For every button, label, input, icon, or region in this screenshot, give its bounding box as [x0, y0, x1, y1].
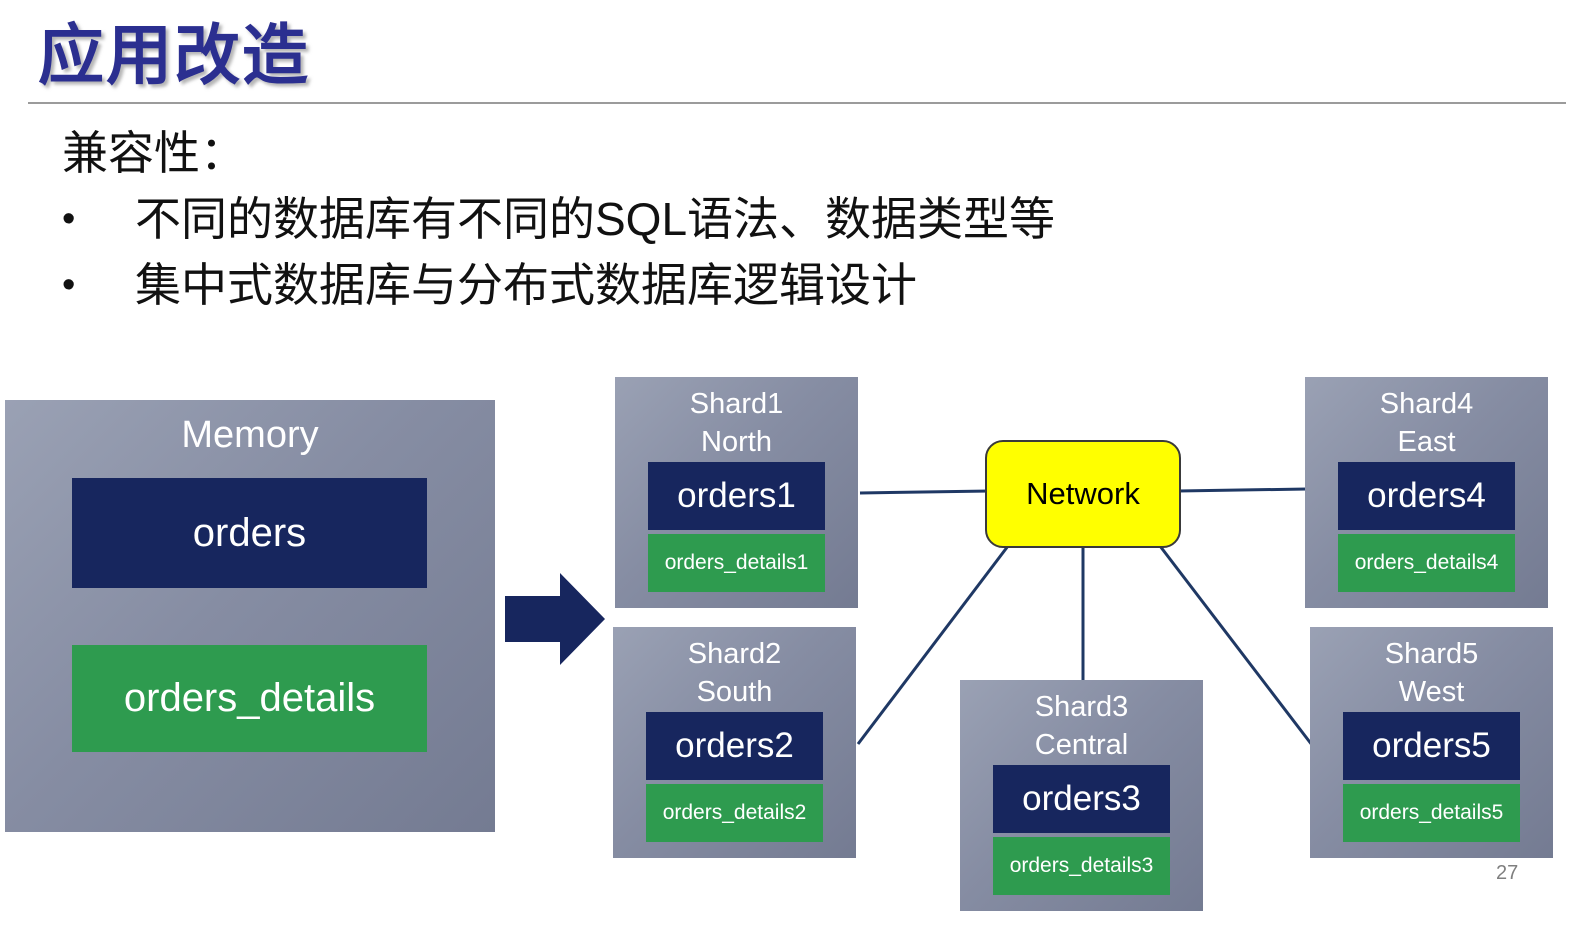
memory-panel: Memory orders orders_details	[5, 400, 495, 832]
page-number: 27	[1496, 862, 1519, 884]
memory-title: Memory	[181, 414, 319, 456]
bullet-marker: •	[62, 198, 76, 240]
shard-name: Shard2	[687, 638, 782, 670]
shard-region: Central	[1034, 729, 1129, 761]
bullet-marker: •	[62, 264, 76, 306]
shard-region: East	[1397, 426, 1456, 458]
page-title: 应用改造	[38, 18, 310, 92]
orders-details-table: orders_details	[72, 645, 427, 752]
shard-region: West	[1398, 676, 1465, 708]
shard-region: South	[696, 676, 773, 708]
bullet-text: 集中式数据库与分布式数据库逻辑设计	[135, 259, 917, 311]
bullet-text: 不同的数据库有不同的SQL语法、数据类型等	[135, 193, 1056, 245]
network-node: Network	[985, 440, 1181, 548]
body-text: 兼容性： • 不同的数据库有不同的SQL语法、数据类型等 • 集中式数据库与分布…	[62, 120, 1462, 318]
shard-name: Shard3	[1034, 691, 1129, 723]
bullet-item: • 不同的数据库有不同的SQL语法、数据类型等	[62, 186, 1462, 252]
bullet-item: • 集中式数据库与分布式数据库逻辑设计	[62, 252, 1462, 318]
orders-table: orders3	[993, 765, 1170, 833]
orders-table: orders4	[1338, 462, 1515, 530]
shard1-panel: Shard1 North orders1 orders_details1	[615, 377, 858, 608]
shard-name: Shard4	[1379, 388, 1474, 420]
right-arrow-icon	[505, 573, 605, 665]
orders-details-table: orders_details3	[993, 837, 1170, 895]
title-divider	[28, 102, 1566, 104]
shard2-panel: Shard2 South orders2 orders_details2	[613, 627, 856, 858]
orders-details-table: orders_details2	[646, 784, 823, 842]
section-heading: 兼容性：	[62, 127, 246, 179]
orders-details-table: orders_details1	[648, 534, 825, 592]
shard5-panel: Shard5 West orders5 orders_details5	[1310, 627, 1553, 858]
shard-name: Shard5	[1384, 638, 1479, 670]
orders-details-table: orders_details5	[1343, 784, 1520, 842]
orders-table: orders1	[648, 462, 825, 530]
orders-table: orders5	[1343, 712, 1520, 780]
orders-details-table: orders_details4	[1338, 534, 1515, 592]
shard-region: North	[701, 426, 772, 458]
orders-table: orders	[72, 478, 427, 588]
orders-table: orders2	[646, 712, 823, 780]
shard-name: Shard1	[689, 388, 784, 420]
shard4-panel: Shard4 East orders4 orders_details4	[1305, 377, 1548, 608]
shard3-panel: Shard3 Central orders3 orders_details3	[960, 680, 1203, 911]
